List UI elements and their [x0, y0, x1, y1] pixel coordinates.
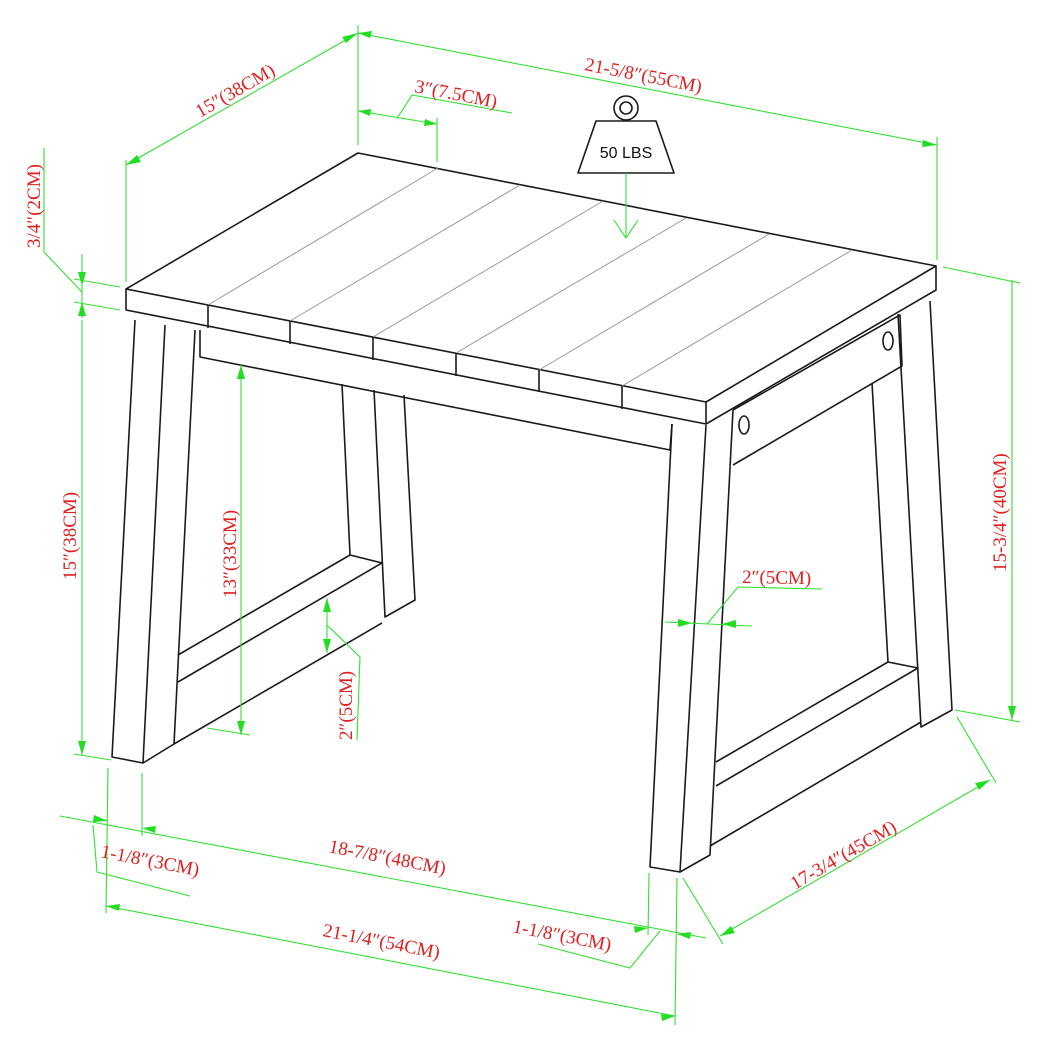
bolt-hole — [738, 415, 750, 435]
top-thickness-label: 3/4″(2CM) — [24, 164, 45, 248]
inner-clearance-label: 13″(33CM) — [220, 510, 241, 598]
bolt-hole — [882, 331, 894, 351]
arrowheads — [78, 31, 1016, 1021]
inner-span-label: 18-7/8″(48CM) — [327, 836, 448, 879]
weight-icon: 50 LBS — [577, 95, 675, 239]
dimension-labels: 21-5/8″(55CM) 15″(38CM) 3″(7.5CM) 3/4″(2… — [24, 54, 1011, 963]
slat-gaps — [207, 167, 853, 409]
base-length-label: 21-1/4″(54CM) — [321, 920, 442, 963]
dimension-lines — [43, 25, 1021, 1026]
leg-width-label: 2″(5CM) — [742, 567, 811, 589]
right-height-label: 15-3/4″(40CM) — [990, 453, 1011, 572]
load-label: 50 LBS — [600, 145, 652, 162]
top-length-label: 21-5/8″(55CM) — [583, 54, 704, 97]
left-height-label: 15″(38CM) — [60, 492, 81, 580]
table-outline — [111, 152, 953, 873]
left-offset-label: 1-1/8″(3CM) — [99, 841, 201, 881]
top-depth-label: 15″(38CM) — [192, 60, 279, 122]
base-depth-label: 17-3/4″(45CM) — [787, 817, 900, 895]
stretcher-height-label: 2″(5CM) — [336, 671, 357, 740]
slat-width-label: 3″(7.5CM) — [413, 76, 499, 113]
